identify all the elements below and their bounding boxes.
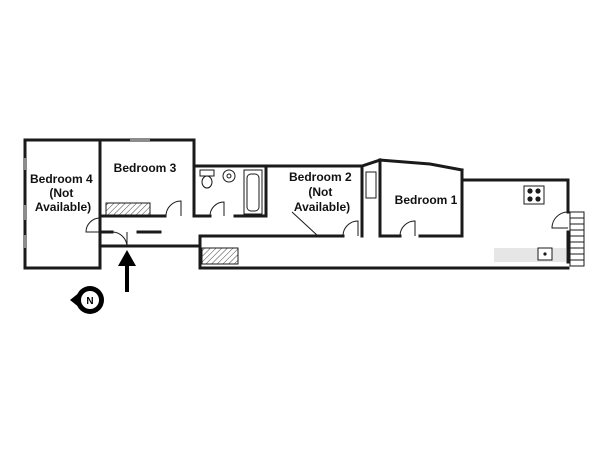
bedroom-2-closet [365,171,377,199]
bedroom-4-label-line-3: Available) [35,200,91,214]
bedroom-3-label: Bedroom 3 [114,161,177,175]
kitchen-counter [494,248,566,262]
bedroom-4 [23,138,102,270]
bedroom-2 [264,158,382,238]
entrance-arrow-icon [118,250,136,292]
bedroom-3 [98,138,196,218]
bedroom-4-label-line-1: Bedroom 4 [30,172,93,186]
kitchen-sink-icon [537,247,553,261]
bedroom-4-label: Bedroom 4 (Not Available) [30,172,96,214]
bathroom [192,164,268,218]
bedroom-3-closet [105,202,151,216]
bedroom-3-label-line-1: Bedroom 3 [114,161,177,175]
bathtub-icon [243,169,263,215]
corridor [98,230,570,270]
bedroom-4-label-line-2: (Not [49,186,73,200]
kitchen [460,178,570,264]
bedroom-1-label-line-1: Bedroom 1 [395,193,458,207]
compass-letter: N [86,296,93,307]
stove-icon [523,185,545,205]
bedroom-2-label-line-2: (Not [308,185,332,199]
sink-icon [222,169,236,183]
bedroom-2-label-line-1: Bedroom 2 [289,170,352,184]
corridor-closet [201,247,239,265]
bedroom-2-label-line-3: Available) [294,200,350,214]
compass-icon: N [70,286,104,314]
toilet-icon [199,169,215,189]
stairs-icon [569,211,585,267]
bedroom-1-label: Bedroom 1 [395,193,458,207]
bedroom-2-label: Bedroom 2 (Not Available) [289,170,355,214]
